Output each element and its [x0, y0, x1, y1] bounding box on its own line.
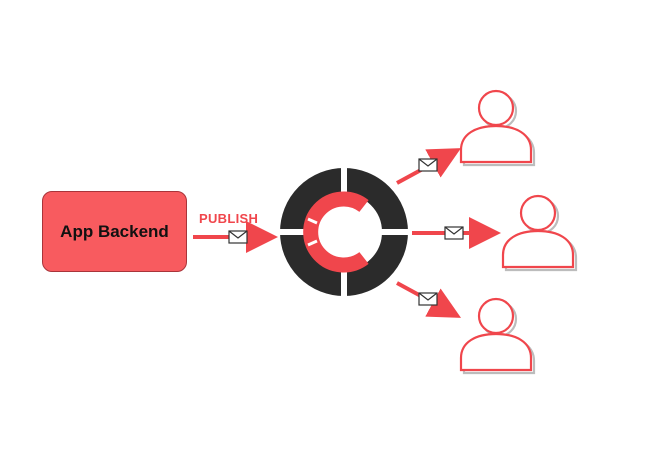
app-backend-label: App Backend	[60, 221, 169, 241]
subscriber-user-icon-bottom	[459, 297, 536, 375]
app-backend-box: App Backend	[42, 191, 187, 272]
subscriber-user-icon-top	[459, 89, 536, 167]
hub-logo-icon	[274, 162, 414, 302]
publish-envelope-icon	[228, 230, 248, 244]
subscriber-user-icon-middle	[501, 194, 578, 272]
fanout-envelope-icon-middle	[444, 226, 464, 240]
fanout-envelope-icon-bottom	[418, 292, 438, 306]
publish-label: PUBLISH	[199, 211, 259, 226]
fanout-envelope-icon-top	[418, 158, 438, 172]
